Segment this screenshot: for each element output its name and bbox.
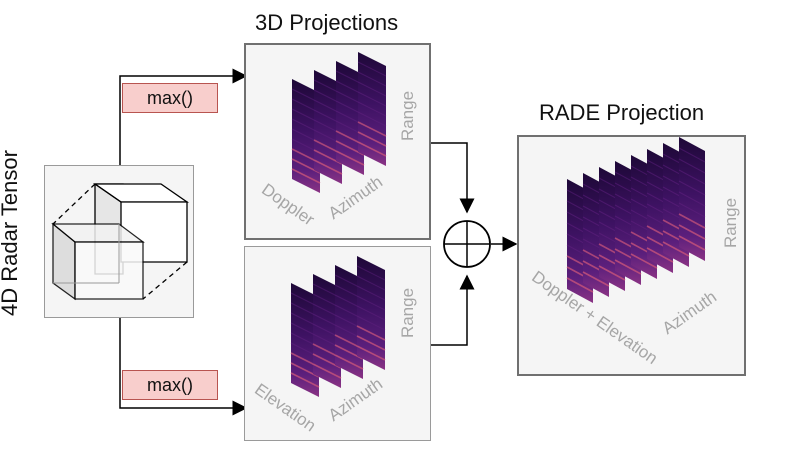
arrow-top-to-sum	[431, 142, 475, 214]
hypercube-icon	[51, 183, 190, 301]
tensor-label: 4D Radar Tensor	[0, 150, 22, 316]
heatmap-slice	[357, 52, 387, 166]
rade-panel	[517, 135, 746, 376]
max-op-bottom: max()	[122, 370, 218, 400]
heatmap-slice	[356, 256, 386, 370]
projection-top-panel	[244, 43, 431, 240]
axis-range-top: Range	[398, 90, 418, 142]
axis-range-bottom: Range	[398, 287, 418, 339]
heatmap-stack-bottom	[290, 256, 386, 397]
arrow-bottom-to-sum	[431, 274, 475, 346]
heatmap-stack-top	[291, 52, 387, 193]
projection-bottom-panel	[244, 246, 431, 441]
heatmap-stack-rade	[566, 137, 706, 303]
heatmap-slice	[291, 79, 321, 193]
arrow-tensor-to-top-projection	[119, 68, 248, 165]
rade-title: RADE Projection	[539, 100, 705, 125]
arrow-tensor-to-bottom-projection	[119, 318, 248, 416]
heatmap-slice	[678, 137, 706, 261]
axis-range-rade: Range	[721, 197, 741, 249]
projections-title: 3D Projections	[255, 10, 399, 35]
max-op-top: max()	[122, 83, 218, 113]
tensor-panel	[44, 165, 194, 318]
sum-operator-icon	[443, 220, 491, 268]
